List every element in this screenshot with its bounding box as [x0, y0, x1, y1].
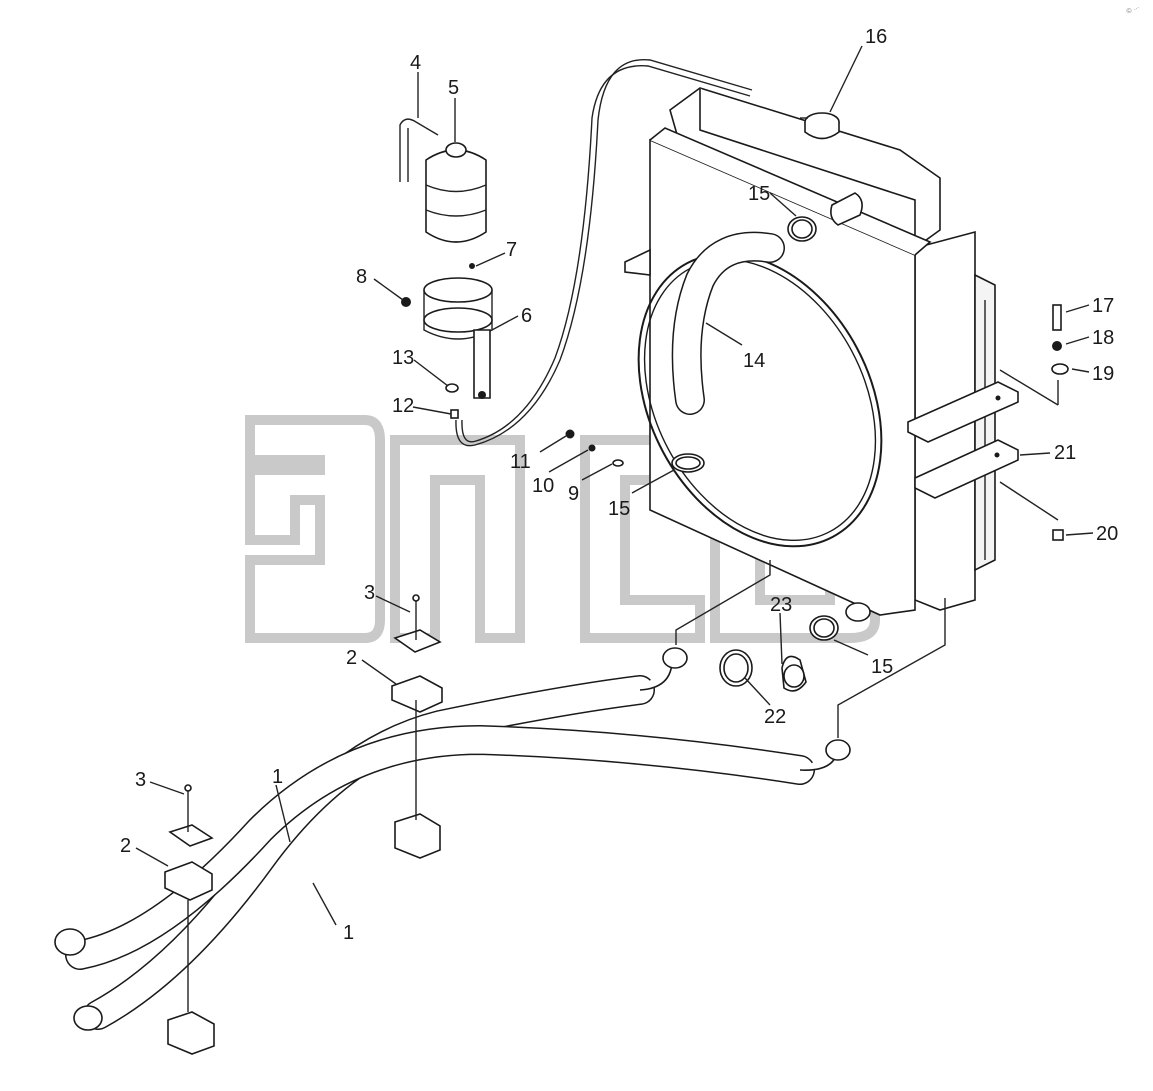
label-21: 21 [1054, 442, 1076, 464]
label-7: 7 [506, 239, 517, 261]
label-13: 13 [392, 347, 414, 369]
label-11: 11 [510, 451, 531, 473]
label-15a: 15 [748, 183, 770, 205]
label-1a: 1 [272, 766, 283, 788]
label-14: 14 [743, 350, 765, 372]
lower-hoses [54, 647, 851, 1031]
label-3a: 3 [364, 582, 375, 604]
label-23: 23 [770, 594, 792, 616]
label-15b: 15 [608, 498, 630, 520]
label-12: 12 [392, 395, 414, 417]
leader-lines [135, 45, 1094, 926]
label-5: 5 [448, 77, 459, 99]
label-6: 6 [521, 305, 532, 327]
label-3b: 3 [135, 769, 146, 791]
label-10: 10 [532, 475, 554, 497]
corner-mark: © ... [1125, 2, 1140, 15]
label-15c: 15 [871, 656, 893, 678]
fasteners [401, 263, 1069, 541]
label-9: 9 [568, 483, 579, 505]
label-2b: 2 [120, 835, 131, 857]
label-1b: 1 [343, 922, 354, 944]
part-labels: 1 1 2 2 3 3 4 5 6 7 8 9 10 11 12 13 14 1… [120, 26, 1118, 944]
label-18: 18 [1092, 327, 1114, 349]
label-8: 8 [356, 266, 367, 288]
hose-clamps [671, 216, 839, 641]
label-20: 20 [1096, 523, 1118, 545]
radiator-cap [800, 112, 840, 140]
label-16: 16 [865, 26, 887, 48]
expansion-tank [399, 118, 493, 399]
label-4: 4 [410, 52, 421, 74]
overflow-tube [455, 58, 753, 447]
pipe-clamps [164, 594, 443, 1055]
upper-hose [671, 231, 785, 415]
outlet-coupling [719, 649, 807, 692]
label-19: 19 [1092, 363, 1114, 385]
label-2a: 2 [346, 647, 357, 669]
label-22: 22 [764, 706, 786, 728]
label-17: 17 [1092, 295, 1114, 317]
